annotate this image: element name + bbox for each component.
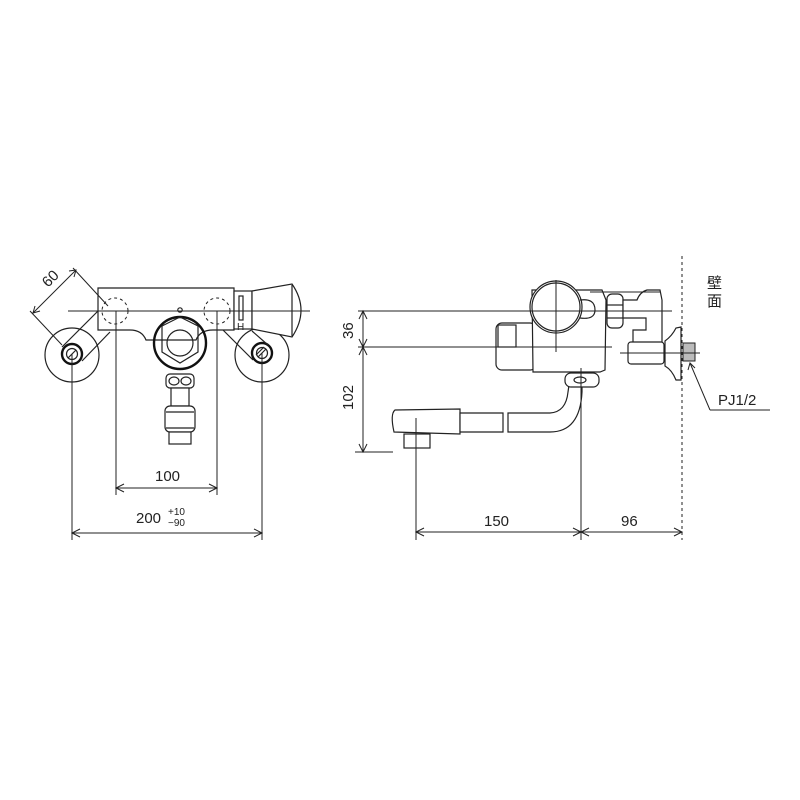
wall-label-1: 壁 [707, 274, 722, 292]
side-view: 壁 面 PJ1/2 36 102 150 96 [340, 256, 770, 540]
dim-inner-100: 100 [155, 468, 180, 485]
thread-label: PJ1/2 [718, 392, 756, 409]
tolerance-minus: −90 [168, 518, 185, 529]
mixer-body [97, 287, 235, 341]
spout-head [391, 408, 461, 435]
dim-total-200: 200 [136, 510, 161, 527]
tolerance-plus: +10 [168, 507, 185, 518]
dim-vertical-36: 36 [340, 322, 357, 339]
spout-pipe-right [507, 384, 583, 433]
front-view: H 60 100 [29, 267, 310, 540]
wall-label-2: 面 [707, 292, 722, 310]
dim-horizontal-96: 96 [621, 513, 638, 530]
dim-vertical-102: 102 [340, 385, 357, 410]
hot-mark: H [237, 322, 244, 333]
thread-pj12 [682, 342, 696, 362]
dim-horizontal-150: 150 [484, 513, 509, 530]
spout-pipe-left [459, 412, 504, 433]
